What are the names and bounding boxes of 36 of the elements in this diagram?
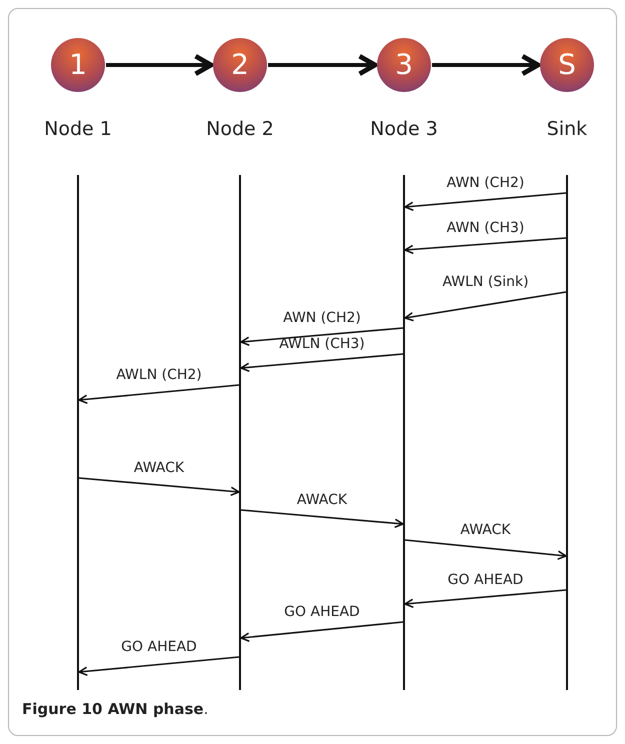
edge-label: AWACK — [296, 492, 348, 508]
arrow — [240, 621, 404, 642]
edge-label: AWLN (Sink) — [441, 274, 530, 290]
arrow — [240, 353, 404, 372]
node-label: Node 1 — [44, 118, 112, 140]
node-label: Node 2 — [206, 118, 274, 140]
arrow — [78, 384, 240, 404]
edge-label: AWN (CH2) — [446, 175, 526, 191]
arrow — [404, 192, 566, 212]
edge-label: AWN (CH2) — [282, 310, 362, 326]
node-circle: 3 — [377, 38, 431, 92]
edge-label: AWACK — [459, 522, 512, 538]
arrow — [404, 291, 566, 322]
arrow — [78, 656, 240, 676]
edge-label: GO AHEAD — [120, 639, 198, 655]
edge-label: AWACK — [132, 460, 186, 476]
arrow — [78, 477, 240, 496]
arrow — [432, 54, 540, 76]
arrow — [404, 539, 567, 560]
arrow — [240, 327, 404, 346]
edge-label: AWLN (CH3) — [278, 336, 366, 352]
edge-label: AWN (CH3) — [446, 220, 526, 236]
edge-label: AWLN (CH2) — [115, 367, 203, 383]
node-label: Sink — [546, 118, 588, 140]
edge-label: GO AHEAD — [283, 604, 361, 620]
node-circle: S — [540, 38, 594, 92]
arrow — [404, 237, 566, 254]
node-circle: 1 — [51, 38, 105, 92]
figure-caption: Figure 10 AWN phase. — [22, 700, 208, 718]
node-label: Node 3 — [370, 118, 438, 140]
edge-label: GO AHEAD — [446, 572, 524, 588]
arrow — [240, 509, 404, 528]
arrow — [268, 54, 378, 76]
arrow — [106, 54, 214, 76]
arrow — [404, 589, 566, 608]
node-circle: 2 — [213, 38, 267, 92]
